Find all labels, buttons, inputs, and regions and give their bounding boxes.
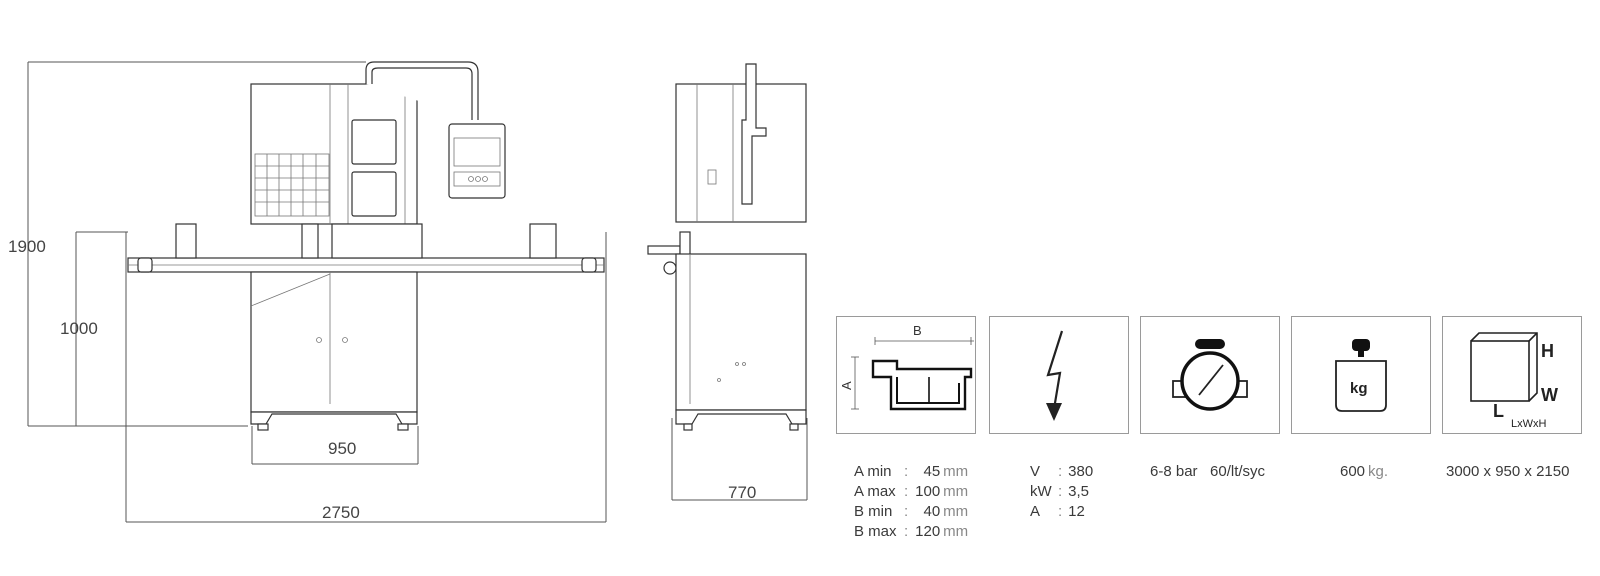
dim-1000: 1000 — [60, 319, 98, 338]
spec-row: V:380 — [1030, 463, 1094, 480]
power-specs: V:380 kW:3,5 A:12 — [1030, 462, 1093, 522]
size-box: H W L LxWxH — [1442, 316, 1582, 434]
front-clamps — [137, 223, 597, 273]
profile-box: B A — [836, 316, 976, 434]
profile-label-a: A — [839, 381, 854, 390]
dim-950: 950 — [328, 439, 356, 458]
size-spec: 3000 x 950 x 2150 — [1446, 463, 1570, 480]
front-base — [250, 411, 418, 425]
dim-2750: 2750 — [322, 503, 360, 522]
side-lower-body — [675, 253, 807, 411]
size-label-l: L — [1493, 401, 1504, 421]
spec-row: kW:3,5 — [1030, 483, 1090, 500]
weight-value: 600 — [1340, 463, 1366, 480]
size-label-lwh: LxWxH — [1511, 418, 1547, 430]
front-upper-window-2 — [351, 171, 397, 217]
front-hose — [365, 61, 479, 120]
profile-label-b: B — [913, 323, 922, 338]
size-label-h: H — [1541, 341, 1554, 361]
cube-icon: H W L LxWxH — [1470, 332, 1558, 430]
air-spec: 6-8 bar 60/lt/syc — [1150, 463, 1266, 480]
air-box — [1140, 316, 1280, 434]
front-dimension-lines — [27, 61, 607, 523]
dim-770: 770 — [728, 483, 756, 502]
power-box — [989, 316, 1129, 434]
profile-section-icon: B A — [839, 323, 975, 411]
size-label-w: W — [1541, 385, 1558, 405]
lightning-icon — [1046, 330, 1064, 421]
weight-icon-label: kg — [1350, 380, 1368, 397]
weight-unit: kg. — [1368, 463, 1389, 480]
front-upper-window-1 — [351, 119, 397, 165]
weight-box: kg — [1291, 316, 1431, 434]
front-view: 1900 1000 950 2750 — [8, 61, 607, 523]
dim-1900: 1900 — [8, 237, 46, 256]
front-lower-cabinet — [250, 271, 418, 413]
front-control-grid — [254, 153, 330, 217]
pressure-gauge-icon — [1172, 339, 1248, 411]
side-upper-body — [675, 83, 807, 223]
weight-icon: kg — [1335, 339, 1387, 412]
side-base — [675, 409, 807, 425]
side-view: 770 — [647, 63, 808, 502]
spec-row: A:12 — [1030, 503, 1085, 520]
front-control-panel — [448, 123, 506, 199]
side-hose — [741, 63, 767, 205]
